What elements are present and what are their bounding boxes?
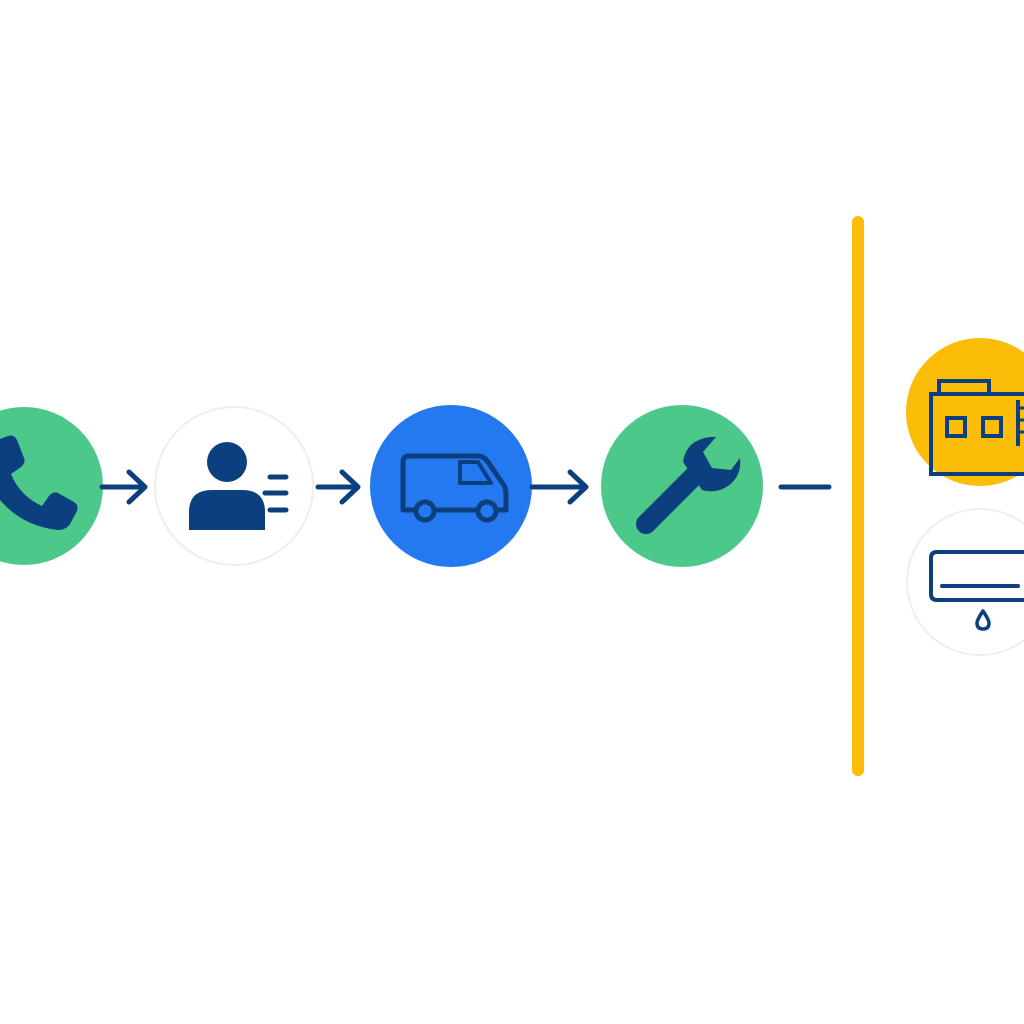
option-building-circle xyxy=(906,338,1024,486)
service-van-icon xyxy=(400,453,509,523)
step-customer-circle xyxy=(154,406,314,566)
phone-icon xyxy=(0,435,78,530)
option-building xyxy=(906,338,1024,486)
step-van-circle xyxy=(370,405,532,567)
option-ac-circle xyxy=(906,508,1024,656)
step-wrench xyxy=(601,405,763,567)
air-conditioner-icon xyxy=(929,550,1024,631)
step-phone xyxy=(0,407,103,565)
wrench-icon xyxy=(636,437,741,534)
step-phone-circle xyxy=(0,407,103,565)
step-customer xyxy=(154,406,314,566)
connector-arrow-2 xyxy=(315,469,361,505)
customer-profile-icon xyxy=(189,442,289,530)
connector-arrow-1 xyxy=(99,469,148,505)
building-icon xyxy=(929,379,1024,476)
step-van xyxy=(370,405,532,567)
option-air-conditioner xyxy=(906,508,1024,656)
connector-arrow-3 xyxy=(529,469,589,505)
